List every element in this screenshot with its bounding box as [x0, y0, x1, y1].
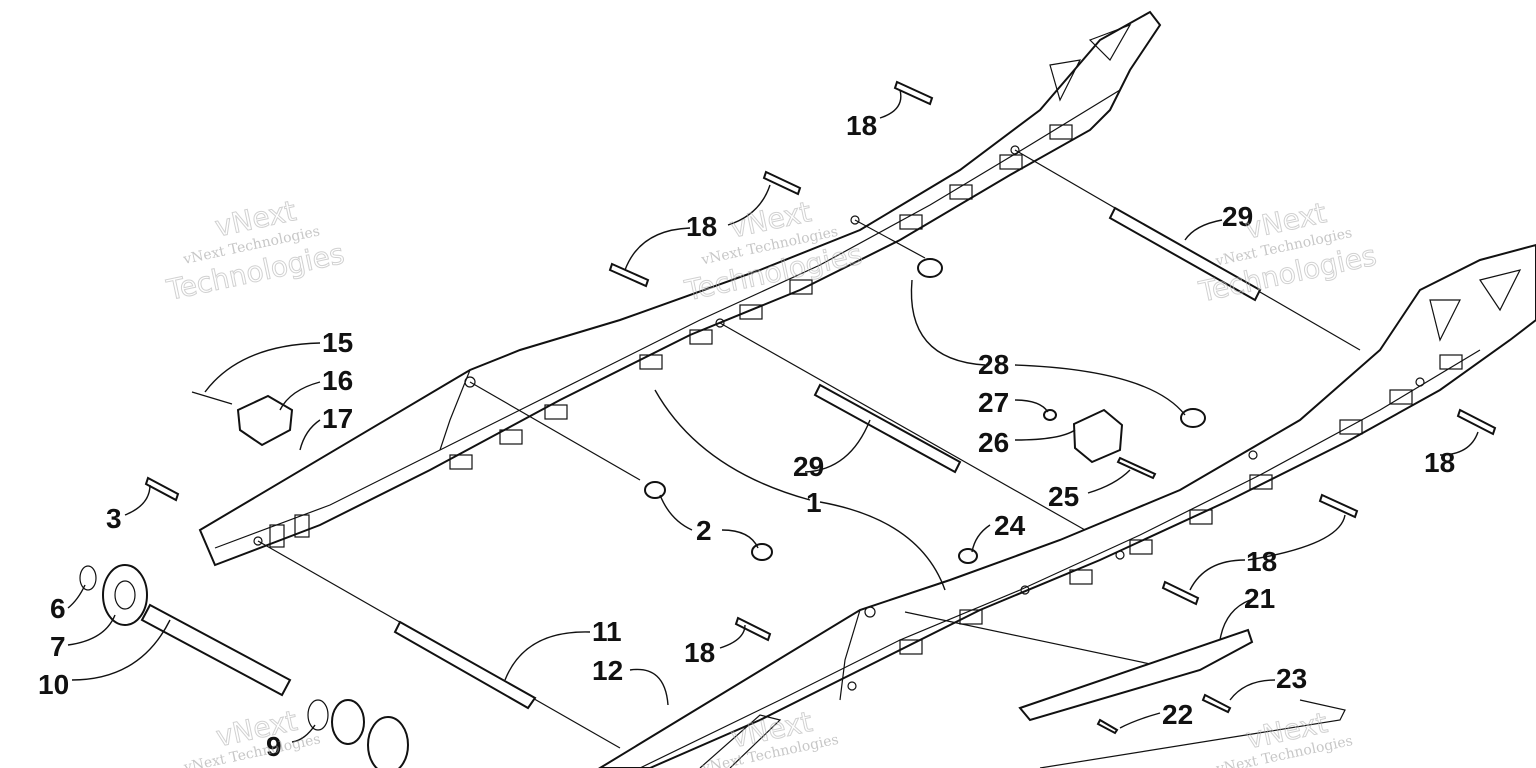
callout-15: 15 [322, 327, 353, 358]
callout-1: 1 [806, 487, 822, 518]
callout-27: 27 [978, 387, 1009, 418]
callout-25: 25 [1048, 481, 1079, 512]
callout-11: 11 [592, 616, 622, 647]
callout-24: 24 [994, 510, 1026, 541]
watermark-top-left: vNext vNext Technologies Technologies [163, 194, 348, 308]
callout-9: 9 [266, 731, 282, 762]
callout-18-top: 18 [846, 110, 877, 141]
callout-29-top: 29 [1222, 201, 1253, 232]
cross-shafts [257, 149, 1361, 749]
callout-23: 23 [1276, 663, 1307, 694]
callout-18-bottom: 18 [684, 637, 715, 668]
callout-16: 16 [322, 365, 353, 396]
callout-12: 12 [592, 655, 623, 686]
leader-lines [67, 89, 1479, 743]
callout-3: 3 [106, 503, 122, 534]
right-rail [598, 243, 1536, 768]
callout-22: 22 [1162, 699, 1193, 730]
bolts [144, 80, 1497, 735]
callout-10: 10 [38, 669, 69, 700]
watermark-top-right: vNext vNext Technologies Technologies [1195, 196, 1380, 309]
callout-18-right: 18 [1424, 447, 1455, 478]
callout-2: 2 [696, 515, 712, 546]
callout-labels: 18 18 29 15 16 17 28 27 26 29 18 25 1 3 … [38, 110, 1455, 762]
callout-7: 7 [50, 631, 66, 662]
left-rail [198, 10, 1162, 567]
callout-18-mid: 18 [686, 211, 717, 242]
callout-26: 26 [978, 427, 1009, 458]
callout-28: 28 [978, 349, 1009, 380]
callout-29-mid: 29 [793, 451, 824, 482]
callout-17: 17 [322, 403, 353, 434]
callout-21: 21 [1244, 583, 1275, 614]
watermark-top-center: vNext vNext Technologies Technologies [681, 195, 866, 308]
small-parts [79, 391, 1346, 768]
watermark-bottom-left: vNext vNext Technologies [182, 704, 322, 768]
callout-6: 6 [50, 593, 66, 624]
callout-18-lower-right: 18 [1246, 546, 1277, 577]
